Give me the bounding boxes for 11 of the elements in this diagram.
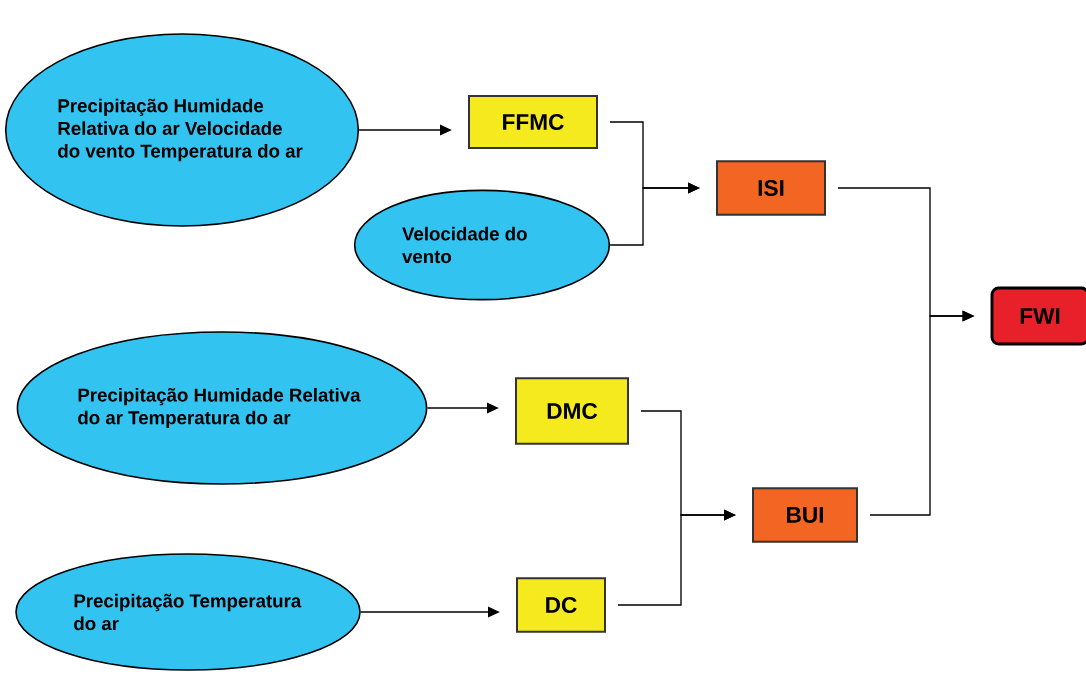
index-box: ISI bbox=[716, 160, 826, 216]
index-box: FWI bbox=[990, 286, 1086, 346]
index-box: DC bbox=[516, 577, 606, 633]
arrow bbox=[360, 606, 500, 618]
arrow bbox=[617, 509, 736, 606]
index-box: FFMC bbox=[468, 95, 598, 149]
arrow bbox=[358, 124, 452, 136]
arrow bbox=[426, 402, 499, 414]
index-box: DMC bbox=[515, 377, 629, 445]
index-box: BUI bbox=[752, 487, 858, 543]
arrow bbox=[609, 182, 700, 246]
